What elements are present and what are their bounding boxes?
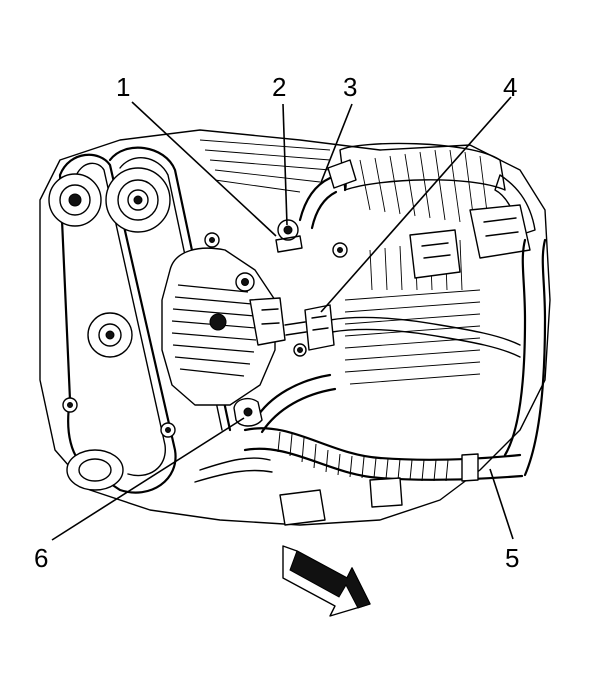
- battery-positive-cable: [298, 159, 357, 230]
- front-direction-arrow-icon: [282, 545, 371, 617]
- leader-line-3: [319, 103, 353, 186]
- wiring-harness: [194, 238, 547, 483]
- leader-line-6: [51, 417, 245, 541]
- terminal-nut: [275, 219, 303, 253]
- callout-1: 1: [116, 72, 130, 102]
- leader-line-1: [131, 101, 277, 237]
- belt-and-pulleys: [48, 146, 232, 494]
- misc-fasteners: [62, 232, 403, 526]
- generator: [161, 247, 286, 406]
- callout-2: 2: [272, 72, 286, 102]
- leader-lines: [51, 96, 514, 541]
- leader-line-4: [320, 96, 512, 313]
- callout-4: 4: [503, 72, 517, 102]
- callout-3: 3: [343, 72, 357, 102]
- generator-connector: [284, 304, 335, 351]
- callouts: 1 2 3 4 5 6: [34, 72, 519, 573]
- callout-5: 5: [505, 543, 519, 573]
- leader-line-2: [282, 103, 288, 226]
- leader-line-5: [489, 468, 514, 540]
- engine-body: [39, 129, 551, 526]
- callout-6: 6: [34, 543, 48, 573]
